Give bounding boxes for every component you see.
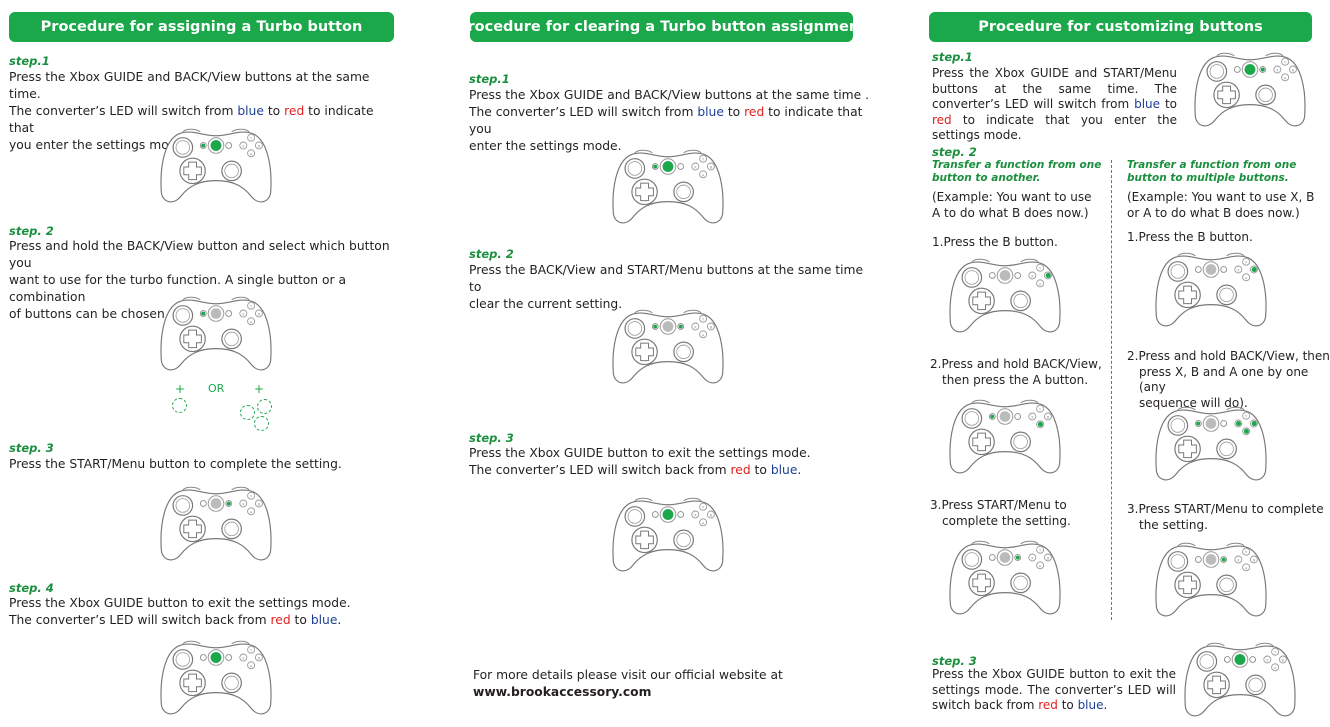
controller-start-lit: [946, 538, 1064, 618]
right-step-1-text: 1.Press the B button.: [1127, 230, 1253, 244]
footer-note: For more details please visit our offici…: [473, 668, 783, 699]
col2-step1-text: Press the Xbox GUIDE and BACK/View butto…: [469, 88, 870, 153]
col2-step3-label: step. 3: [469, 431, 514, 445]
controller-back-xba-lit: [1152, 404, 1270, 484]
col3-step1-text: Press the Xbox GUIDE and START/Menu butt…: [932, 66, 1177, 142]
transfer-one-to-many-title: Transfer a function from one button to m…: [1127, 159, 1297, 184]
controller-back-lit: [157, 294, 275, 374]
col1-step4-label: step. 4: [9, 581, 54, 595]
controller-b-lit: [1152, 250, 1270, 330]
col3-step3-label: step. 3: [932, 654, 977, 668]
col3-step2-label: step. 2: [932, 145, 977, 159]
col1-step3-text: Press the START/Menu button to complete …: [9, 457, 342, 471]
col2-step2-text: Press the BACK/View and START/Menu butto…: [469, 263, 864, 311]
controller-start-lit: [1152, 540, 1270, 620]
transfer-one-to-one-title: Transfer a function from one button to a…: [932, 159, 1102, 184]
dashed-button-ring-icon: [257, 399, 272, 414]
or-label: OR: [208, 382, 225, 395]
col3-step3-text: Press the Xbox GUIDE button to exit the …: [932, 667, 1176, 712]
left-step-2-text: 2.Press and hold BACK/View, then press t…: [930, 357, 1102, 387]
col1-step3-label: step. 3: [9, 441, 54, 455]
right-step-3-text: 3.Press START/Menu to complete the setti…: [1127, 502, 1324, 532]
controller-start-lit: [157, 484, 275, 564]
transfer-many-example: (Example: You want to use X, B or A to d…: [1127, 190, 1315, 220]
controller-guide-lit: [609, 495, 727, 575]
col1-step1-label: step.1: [9, 54, 50, 68]
col3-step1-label: step.1: [932, 50, 973, 64]
assign-turbo-header: Procedure for assigning a Turbo button: [9, 12, 394, 42]
col1-step4-text: Press the Xbox GUIDE button to exit the …: [9, 596, 351, 627]
col1-step2-text: Press and hold the BACK/View button and …: [9, 239, 390, 321]
controller-b-lit: [946, 256, 1064, 336]
controller-guide-lit: [157, 638, 275, 718]
col2-step3-text: Press the Xbox GUIDE button to exit the …: [469, 446, 811, 477]
dashed-button-ring-icon: [254, 416, 269, 431]
right-step-2-text: 2.Press and hold BACK/View, then press X…: [1127, 349, 1330, 410]
controller-back-start-lit: [609, 307, 727, 387]
controller-guide-lit: [1181, 640, 1299, 720]
col2-step1-label: step.1: [469, 72, 510, 86]
controller-guide-back-lit: [157, 126, 275, 206]
controller-back-a-lit: [946, 397, 1064, 477]
clear-turbo-header: Procedure for clearing a Turbo button as…: [457, 12, 866, 42]
left-step-3-text: 3.Press START/Menu to complete the setti…: [930, 498, 1071, 528]
customize-buttons-header: Procedure for customizing buttons: [929, 12, 1312, 42]
col1-step1-text: Press the Xbox GUIDE and BACK/View butto…: [9, 70, 374, 152]
col1-step2-label: step. 2: [9, 224, 54, 238]
website-link[interactable]: www.brookaccessory.com: [473, 685, 652, 699]
controller-guide-start-lit: [1191, 50, 1309, 130]
dashed-button-ring-icon: [240, 405, 255, 420]
col2-step2-label: step. 2: [469, 247, 514, 261]
left-step-1-text: 1.Press the B button.: [932, 235, 1058, 249]
transfer-one-example: (Example: You want to use A to do what B…: [932, 190, 1092, 220]
plus-sign-combo: +: [254, 382, 265, 396]
dashed-button-ring-icon: [172, 398, 187, 413]
controller-guide-back-lit: [609, 147, 727, 227]
plus-sign-single: +: [175, 382, 186, 396]
dashed-divider: [1111, 160, 1112, 620]
